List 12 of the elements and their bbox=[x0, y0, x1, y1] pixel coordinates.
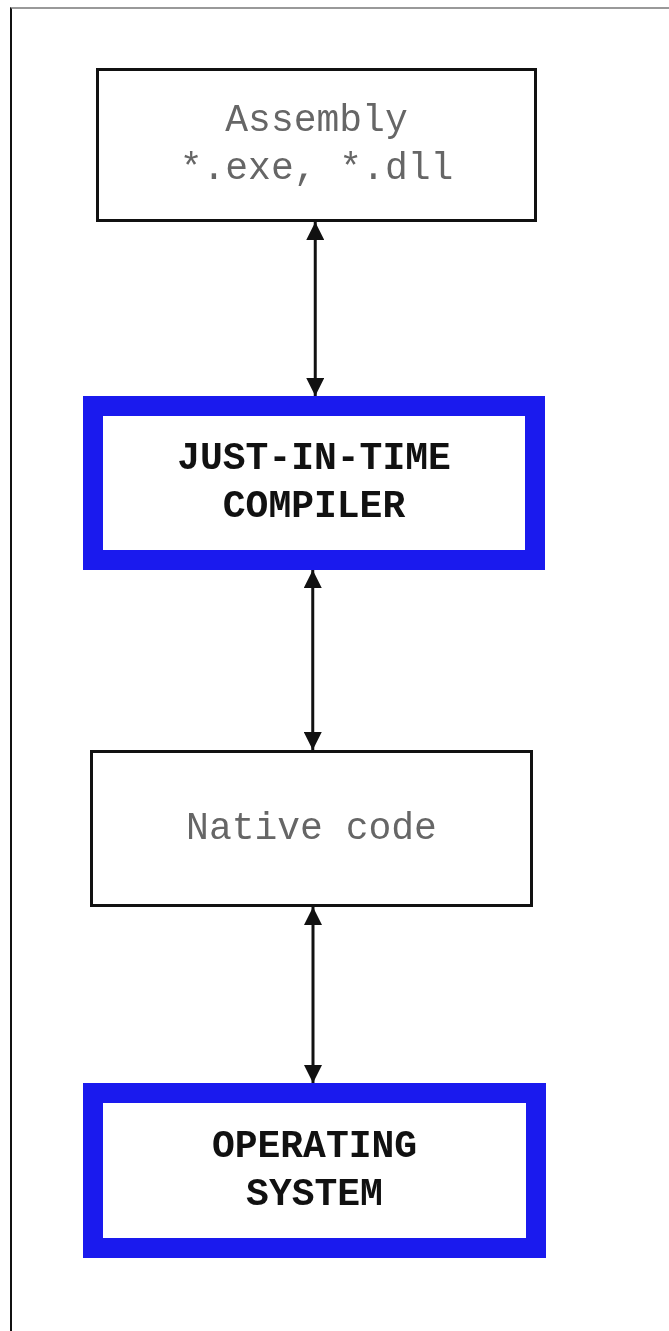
box-label: JUST-IN-TIME COMPILER bbox=[176, 436, 452, 530]
file-box bbox=[96, 68, 537, 222]
double-arrow bbox=[306, 222, 325, 396]
double-arrow bbox=[303, 570, 322, 750]
component-box bbox=[83, 396, 545, 570]
file-box bbox=[90, 750, 533, 907]
box-label: Native code bbox=[185, 805, 438, 852]
component-box bbox=[83, 1083, 546, 1258]
box-label: Assembly bbox=[224, 98, 409, 144]
double-arrow bbox=[304, 907, 322, 1083]
box-label: OPERATING SYSTEM bbox=[210, 1123, 419, 1218]
box-label: *.exe, *.dll bbox=[178, 146, 455, 192]
